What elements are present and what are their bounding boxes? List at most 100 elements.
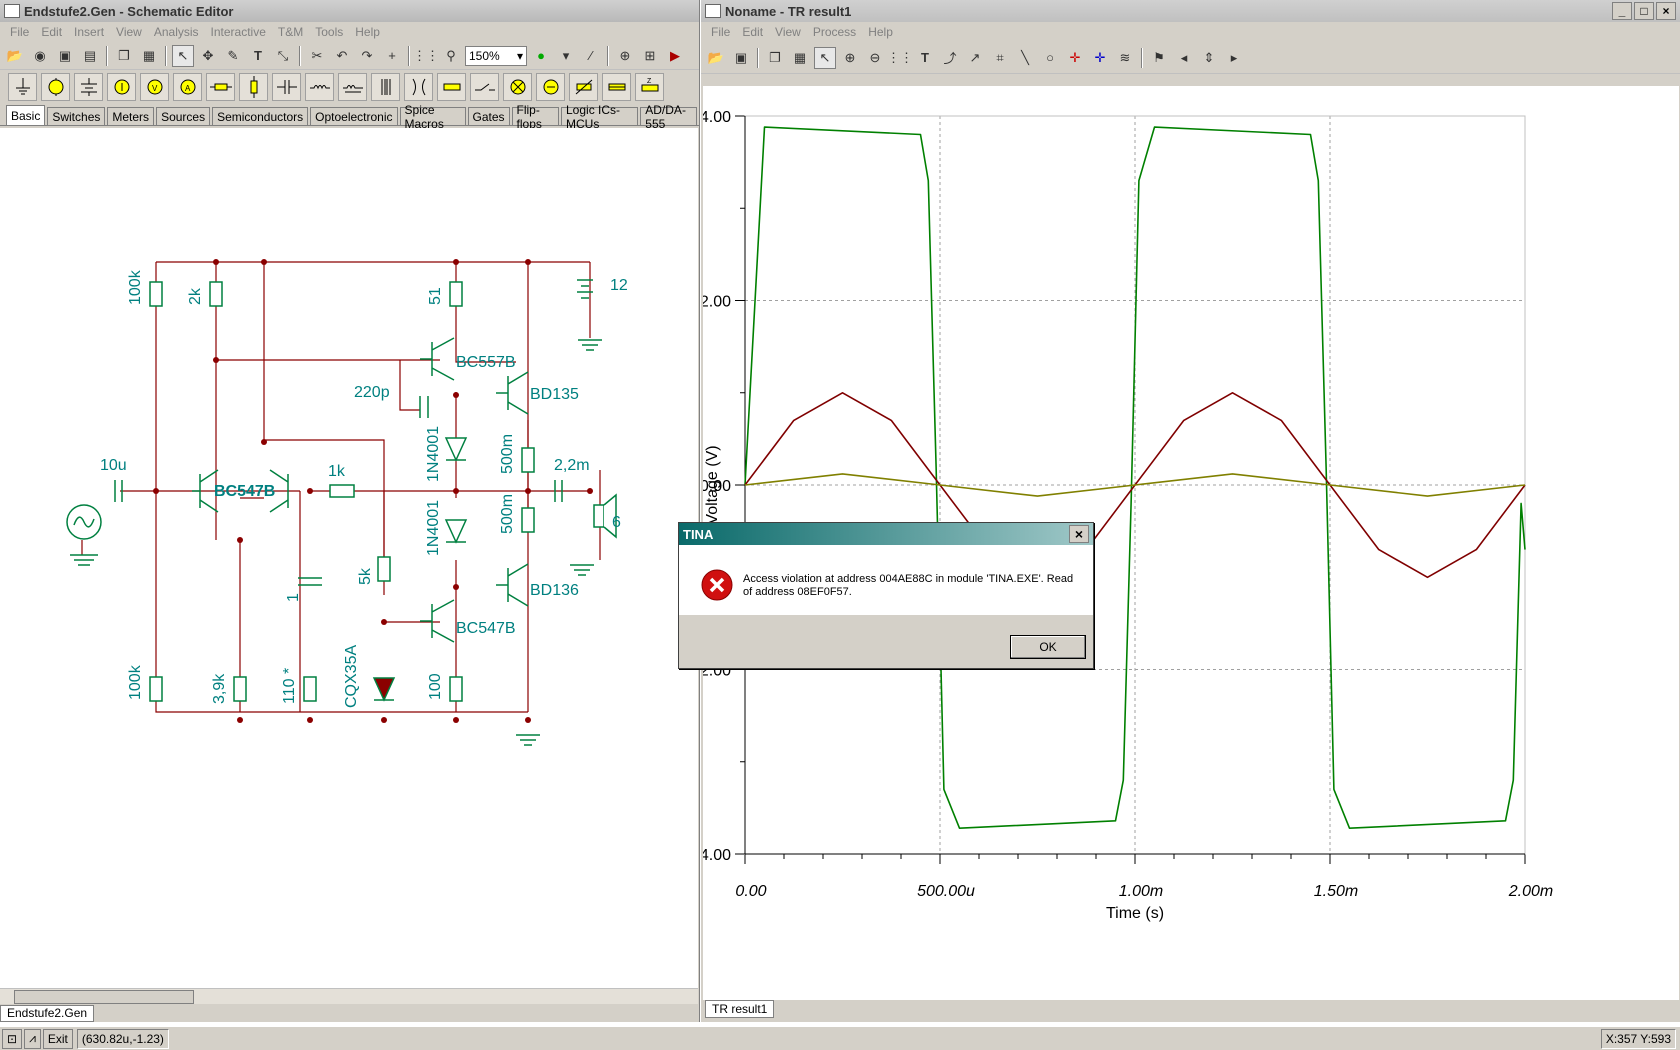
potentiometer-icon[interactable]: [569, 73, 598, 101]
move-updown-icon[interactable]: ⇕: [1203, 49, 1215, 65]
scrollbar-thumb[interactable]: [14, 990, 194, 1004]
impedance-icon[interactable]: Z: [635, 73, 664, 101]
motor-icon[interactable]: [536, 73, 565, 101]
lamp-icon[interactable]: [503, 73, 532, 101]
tab-gates[interactable]: Gates: [467, 107, 510, 125]
wire-icon[interactable]: ⤡: [277, 47, 289, 63]
current-source-icon[interactable]: [107, 73, 136, 101]
result-titlebar[interactable]: Noname - TR result1 _ □ ×: [701, 0, 1680, 22]
copy-icon[interactable]: ❐: [118, 47, 130, 63]
fuse-icon[interactable]: [602, 73, 631, 101]
schematic-menu-t-m[interactable]: T&M: [277, 25, 304, 39]
pencil-icon[interactable]: ✎: [227, 47, 239, 63]
tab-flip-flops[interactable]: Flip-flops: [511, 103, 559, 131]
switch-icon[interactable]: [437, 73, 466, 101]
pointer-icon[interactable]: ↖: [172, 44, 194, 67]
probe-icon[interactable]: ⁄: [589, 48, 593, 63]
tab-sources[interactable]: Sources: [156, 107, 211, 125]
result-tab[interactable]: TR result1: [705, 1000, 775, 1018]
result-menu-help[interactable]: Help: [868, 25, 893, 39]
meter-icon[interactable]: ⊕: [619, 47, 631, 63]
text-icon[interactable]: T: [921, 50, 929, 65]
tab-switches[interactable]: Switches: [47, 107, 106, 125]
cross-icon[interactable]: +: [388, 48, 396, 63]
schematic-menu-interactive[interactable]: Interactive: [210, 25, 266, 39]
line-icon[interactable]: ╲: [1021, 49, 1029, 65]
tab-optoelectronic[interactable]: Optoelectronic: [310, 107, 398, 125]
dialog-close-icon[interactable]: ×: [1069, 525, 1089, 543]
cursor-b-icon[interactable]: ✛: [1094, 49, 1106, 65]
save-icon[interactable]: ▣: [734, 49, 748, 65]
schematic-menu-analysis[interactable]: Analysis: [153, 25, 199, 39]
flag-icon[interactable]: ⚑: [1153, 49, 1165, 65]
schematic-titlebar[interactable]: Endstufe2.Gen - Schematic Editor: [0, 0, 699, 22]
schematic-canvas[interactable]: 100k 2k 51 12 BC557B BD135 220p 10u BC54…: [0, 128, 698, 988]
schematic-menu-view[interactable]: View: [116, 25, 142, 39]
minimize-icon[interactable]: _: [1612, 2, 1632, 20]
open-folder-icon[interactable]: ▤: [83, 47, 97, 63]
close-icon[interactable]: ×: [1656, 2, 1676, 20]
pointer-icon[interactable]: ↖: [814, 46, 836, 69]
scale-icon[interactable]: ⌗: [996, 49, 1004, 65]
capacitor-icon[interactable]: [272, 73, 301, 101]
cursor-a-icon[interactable]: ✛: [1069, 49, 1081, 65]
schematic-menu-tools[interactable]: Tools: [315, 25, 344, 39]
toggle-switch-icon[interactable]: [470, 73, 499, 101]
cut-icon[interactable]: ✂: [311, 47, 323, 63]
schematic-diagram[interactable]: 100k 2k 51 12 BC557B BD135 220p 10u BC54…: [0, 128, 698, 988]
schematic-menu-file[interactable]: File: [10, 25, 30, 39]
zoom-icon[interactable]: ⚲: [446, 47, 456, 63]
coil-icon[interactable]: [338, 73, 367, 101]
globe-icon[interactable]: ◉: [34, 47, 46, 63]
open-icon[interactable]: 📂: [707, 49, 725, 65]
undo-icon[interactable]: ↶: [336, 47, 348, 63]
tab-logic-ics-mcus[interactable]: Logic ICs-MCUs: [561, 103, 639, 131]
exit-button[interactable]: Exit: [42, 1028, 73, 1049]
ideal-transformer-icon[interactable]: [404, 73, 433, 101]
instrument-icon[interactable]: ⊞: [644, 47, 656, 63]
zoom-out-icon[interactable]: ⊖: [869, 49, 881, 65]
result-menu-file[interactable]: File: [711, 25, 731, 39]
tab-spice-macros[interactable]: Spice Macros: [399, 103, 466, 131]
arrow-icon[interactable]: ↗: [969, 49, 981, 65]
schematic-menu-insert[interactable]: Insert: [74, 25, 105, 39]
maximize-icon[interactable]: □: [1634, 2, 1654, 20]
document-tab[interactable]: Endstufe2.Gen: [0, 1005, 95, 1022]
move-right-icon[interactable]: ▸: [1230, 49, 1238, 65]
text-icon[interactable]: T: [254, 48, 262, 63]
grid-icon[interactable]: ⋮⋮: [413, 47, 439, 63]
save-icon[interactable]: ▣: [58, 47, 72, 63]
redo-icon[interactable]: ↷: [361, 47, 373, 63]
ammeter-icon[interactable]: A: [173, 73, 202, 101]
tab-semiconductors[interactable]: Semiconductors: [212, 107, 309, 125]
schematic-menu-help[interactable]: Help: [355, 25, 380, 39]
annotate-icon[interactable]: ⤴: [943, 51, 957, 66]
battery-icon[interactable]: [74, 73, 103, 101]
tab-basic[interactable]: Basic: [6, 105, 46, 125]
curves-icon[interactable]: ≋: [1119, 49, 1131, 65]
ground-icon[interactable]: [8, 73, 37, 101]
zoom-select[interactable]: 150%▾: [465, 45, 527, 66]
result-menu-edit[interactable]: Edit: [742, 25, 764, 39]
voltage-source-icon[interactable]: [41, 73, 70, 101]
tab-ad-da-555[interactable]: AD/DA-555: [640, 103, 697, 131]
resistor-h-icon[interactable]: [206, 73, 235, 101]
voltmeter-icon[interactable]: V: [140, 73, 169, 101]
dialog-titlebar[interactable]: TINA ×: [679, 523, 1093, 545]
result-menu-process[interactable]: Process: [812, 25, 857, 39]
schematic-horizontal-scrollbar[interactable]: [0, 988, 698, 1004]
dropdown-icon[interactable]: ▾: [562, 47, 570, 63]
open-icon[interactable]: 📂: [6, 47, 24, 63]
copy-icon[interactable]: ❐: [769, 49, 781, 65]
move-left-icon[interactable]: ◂: [1180, 49, 1188, 65]
tab-meters[interactable]: Meters: [107, 107, 155, 125]
paste-icon[interactable]: ▦: [793, 49, 807, 65]
diagram-mode-icon[interactable]: ⩘: [24, 1028, 41, 1049]
ok-button[interactable]: OK: [1010, 635, 1086, 659]
result-menu-view[interactable]: View: [775, 25, 801, 39]
schematic-mode-icon[interactable]: ⊡: [2, 1028, 23, 1049]
circle-icon[interactable]: ○: [1046, 50, 1054, 65]
move-icon[interactable]: ✥: [202, 47, 214, 63]
resistor-v-icon[interactable]: [239, 73, 268, 101]
run-icon[interactable]: ▶: [670, 47, 680, 63]
